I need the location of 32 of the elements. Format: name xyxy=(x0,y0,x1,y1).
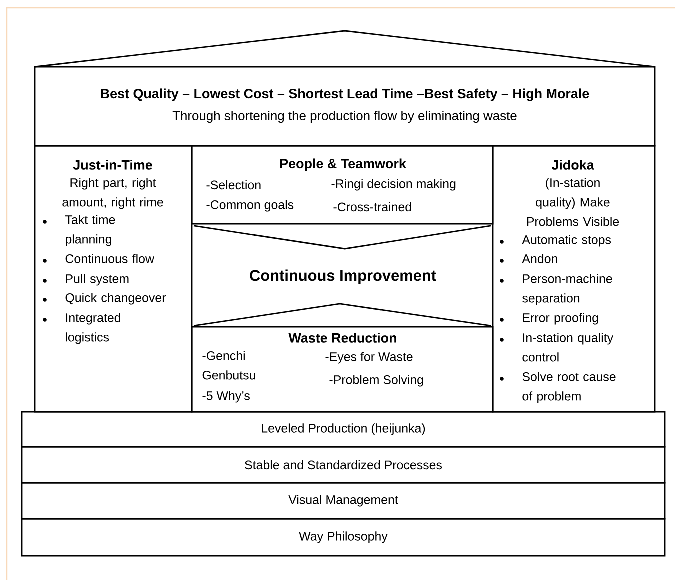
heading: Continuous Improvement xyxy=(250,270,436,284)
list-item: Takt time planning xyxy=(43,215,116,246)
band-label: Stable and Standardized Processes xyxy=(245,460,442,470)
list-text: -Common goals xyxy=(206,200,294,212)
list-text: -Selection xyxy=(206,180,261,190)
list-text: -5 Why’s xyxy=(202,391,250,403)
list-item: In-station quality control xyxy=(500,333,614,362)
heading: Just-in-Time xyxy=(73,160,152,170)
list-text: -Eyes for Waste xyxy=(326,352,413,364)
list-item: Continuous flow xyxy=(43,254,155,264)
list-text: -Cross-trained xyxy=(334,202,412,212)
list-item: Quick changeover xyxy=(43,293,166,305)
list-item: Solve root cause of problem xyxy=(500,372,616,404)
subtitle: Through shortening the production flow by eliminating waste xyxy=(172,110,517,124)
heading: Waste Reduction xyxy=(288,333,396,343)
list-item: Pull system xyxy=(43,274,129,286)
heading: Best Quality – Lowest Cost – Shortest Lead Time –Best Safety – High Morale xyxy=(101,88,590,102)
description: Right part, right amount, right rime xyxy=(62,178,164,210)
description: (In-station quality) Make Problems Visible xyxy=(527,178,620,226)
list-item: Integrated logistics xyxy=(43,313,120,344)
list-text: -Genchi Genbutsu xyxy=(202,351,256,380)
list-item: Automatic stops xyxy=(500,235,612,247)
band-label: Leveled Production (heijunka) xyxy=(262,424,426,436)
list-item: Error proofing xyxy=(500,313,598,325)
heading: Jidoka xyxy=(552,160,594,170)
list-text: -Ringi decision making xyxy=(332,179,456,191)
list-item: Andon xyxy=(500,254,558,264)
list-text: -Problem Solving xyxy=(330,375,424,387)
list-item: Person-machine separation xyxy=(500,274,612,306)
band-label: Visual Management xyxy=(288,495,398,507)
heading: People & Teamwork xyxy=(280,158,406,172)
band-label: Way Philosophy xyxy=(299,532,388,544)
